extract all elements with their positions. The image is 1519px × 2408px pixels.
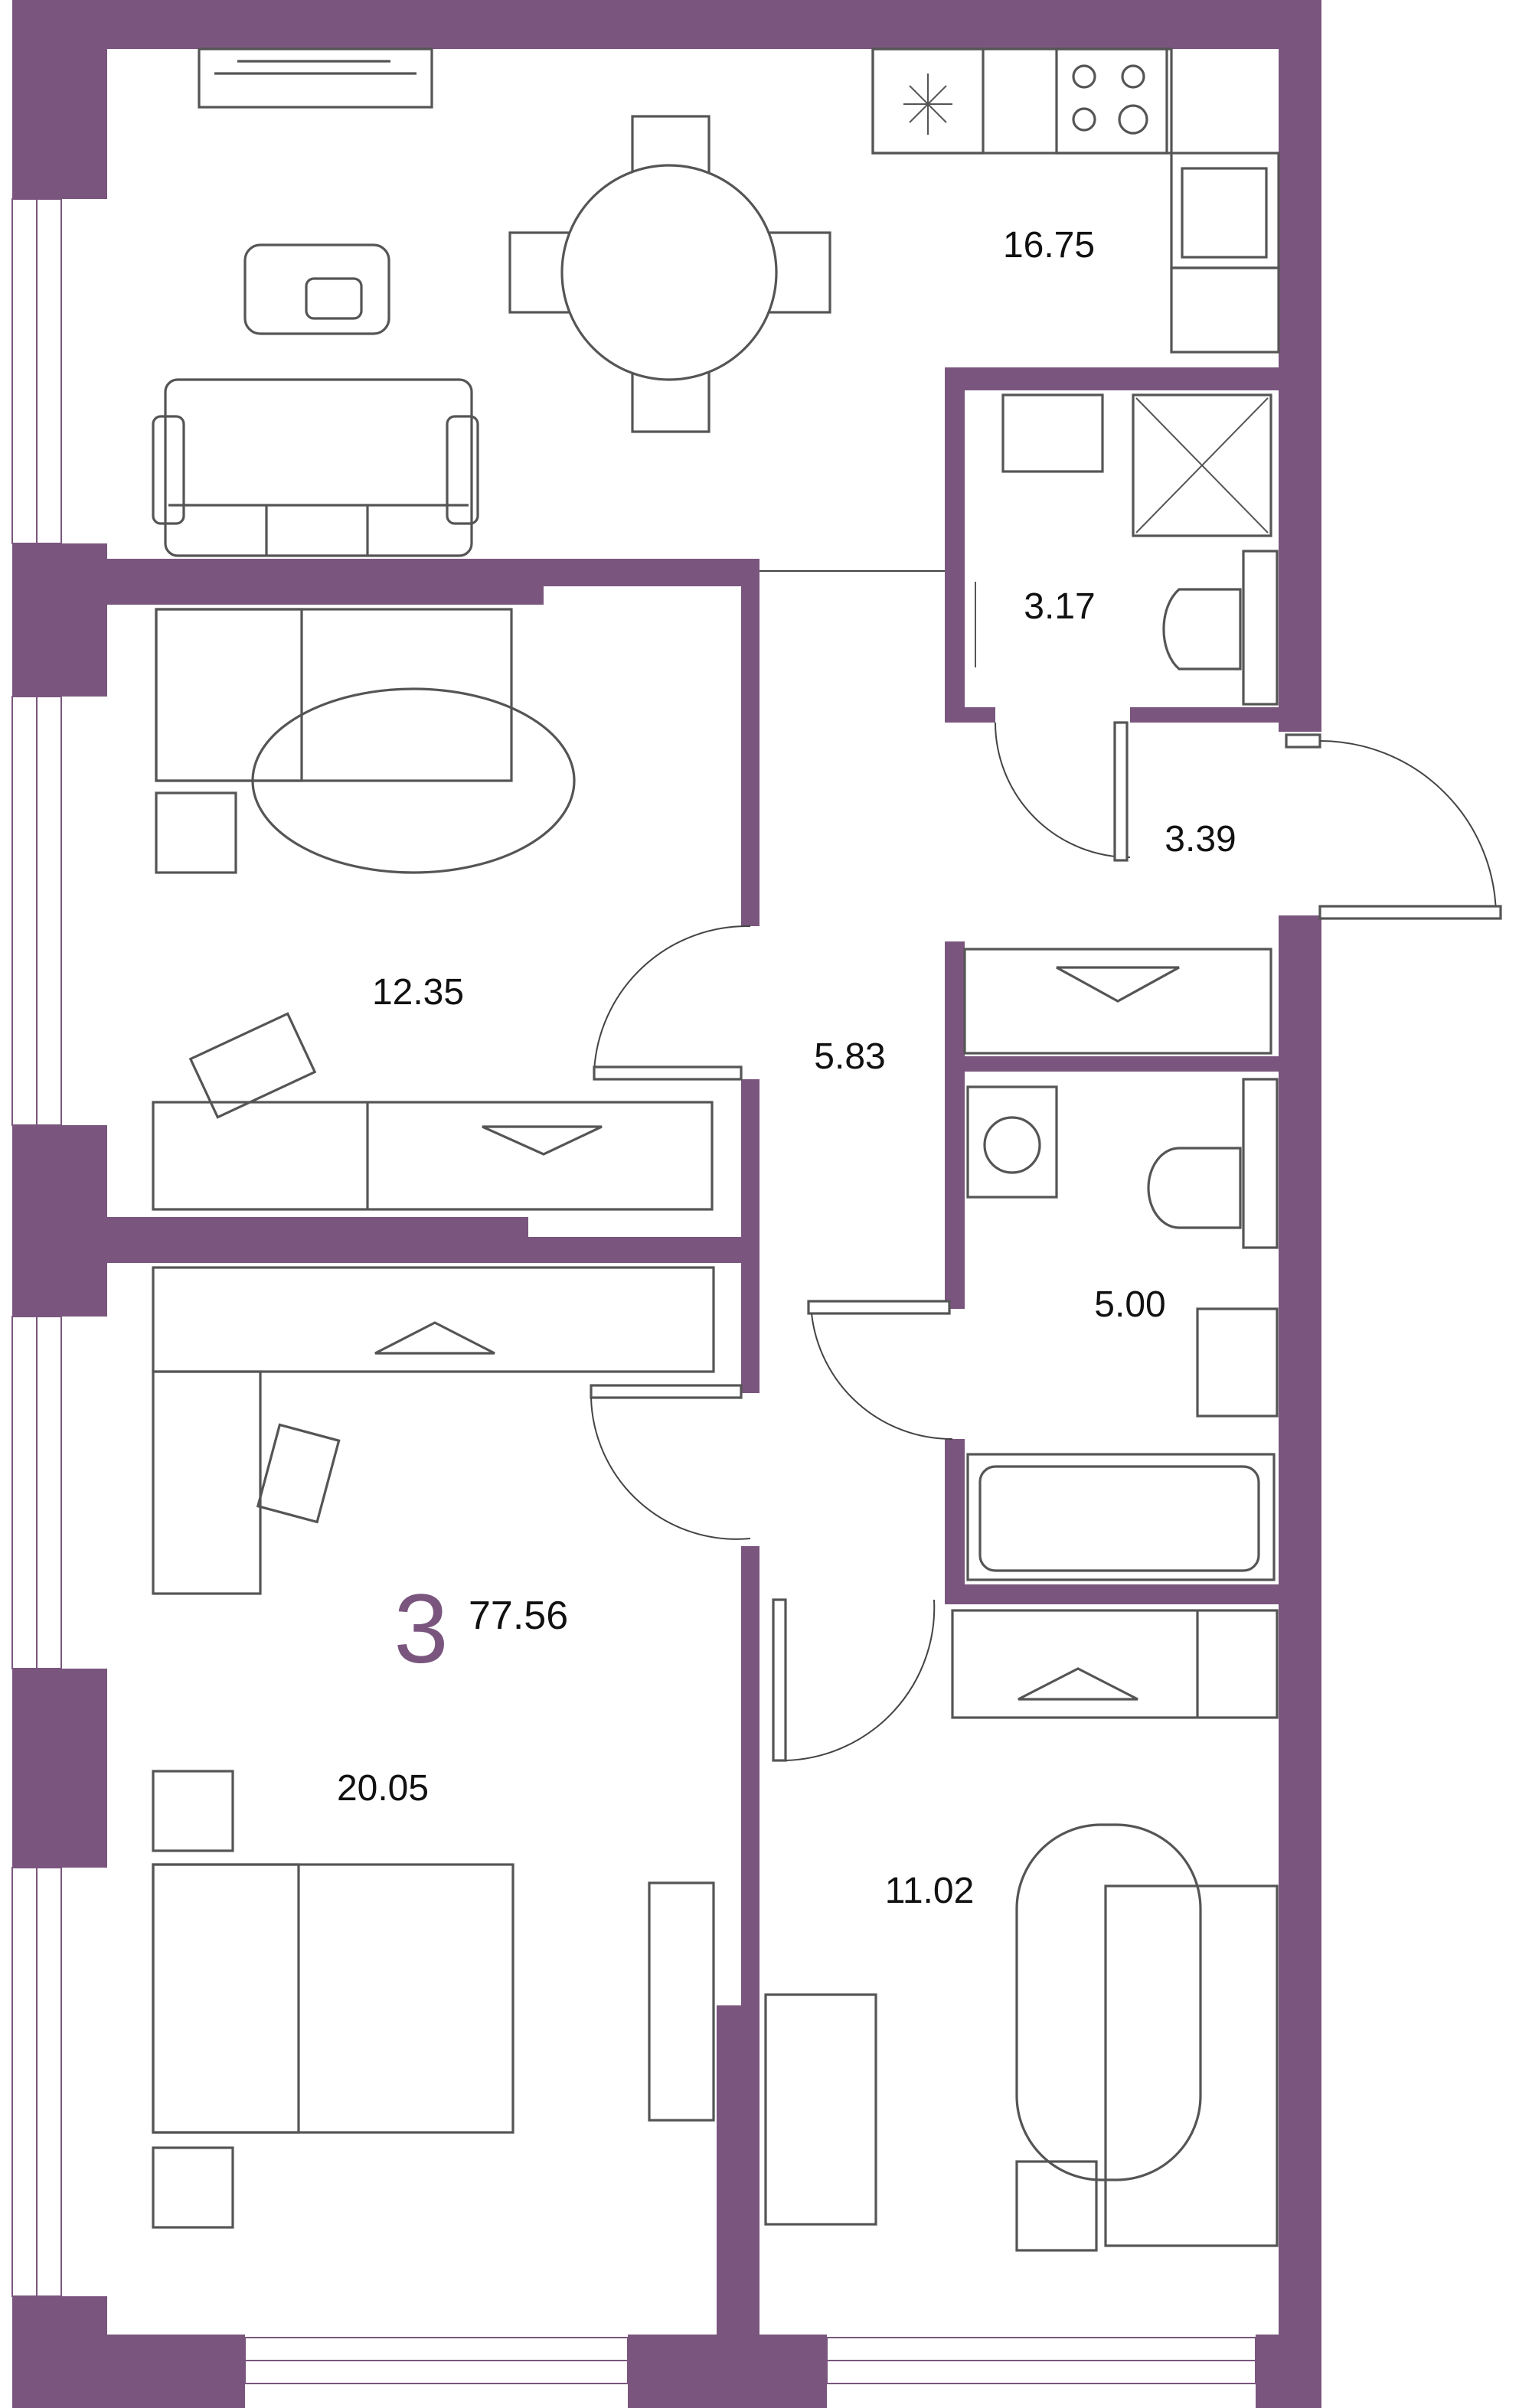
- walls: [12, 0, 1321, 2408]
- bed-20: [152, 1770, 715, 2229]
- dining-table: [508, 115, 831, 433]
- windows: [11, 198, 1256, 2384]
- stove: [1055, 47, 1168, 155]
- bathtub: [966, 1453, 1276, 1581]
- area-labels: 16.75 3.17 3.39 12.35 5.83 5.00 20.05 11…: [337, 225, 1236, 1911]
- washing-machine: [966, 1085, 1058, 1199]
- toilet-2: [1147, 1078, 1279, 1249]
- room-count: 3: [394, 1574, 448, 1684]
- bed-11: [764, 1823, 1279, 2252]
- sink-2: [1196, 1307, 1279, 1418]
- wardrobe-20: [152, 1266, 715, 1595]
- wardrobe-hall: [963, 948, 1272, 1055]
- area-label-bedroom-small: 12.35: [372, 972, 464, 1013]
- area-label-bedroom-right: 11.02: [885, 1871, 975, 1911]
- doors[interactable]: [590, 570, 1502, 1762]
- sofa: [152, 378, 479, 557]
- tv-console: [198, 47, 433, 109]
- area-label-kitchen-living: 16.75: [1003, 225, 1095, 266]
- wardrobe-11: [951, 1609, 1279, 1719]
- desk-12: [152, 1012, 714, 1211]
- area-label-corridor: 5.83: [814, 1036, 885, 1077]
- coffee-table: [243, 243, 390, 335]
- shower-sink: [1001, 393, 1272, 537]
- fridge: [871, 47, 985, 155]
- total-area: 77.56: [469, 1594, 568, 1638]
- toilet-1: [975, 550, 1279, 706]
- furniture: [152, 47, 1280, 2252]
- area-label-bathroom-tub: 5.00: [1094, 1284, 1165, 1325]
- area-label-bedroom-master: 20.05: [337, 1768, 429, 1809]
- dishwasher: [1170, 266, 1280, 354]
- area-label-bathroom-shower: 3.17: [1024, 586, 1095, 627]
- kitchen-sink: [1170, 152, 1280, 269]
- area-label-hallway: 3.39: [1165, 819, 1236, 860]
- bed-12: [155, 608, 576, 874]
